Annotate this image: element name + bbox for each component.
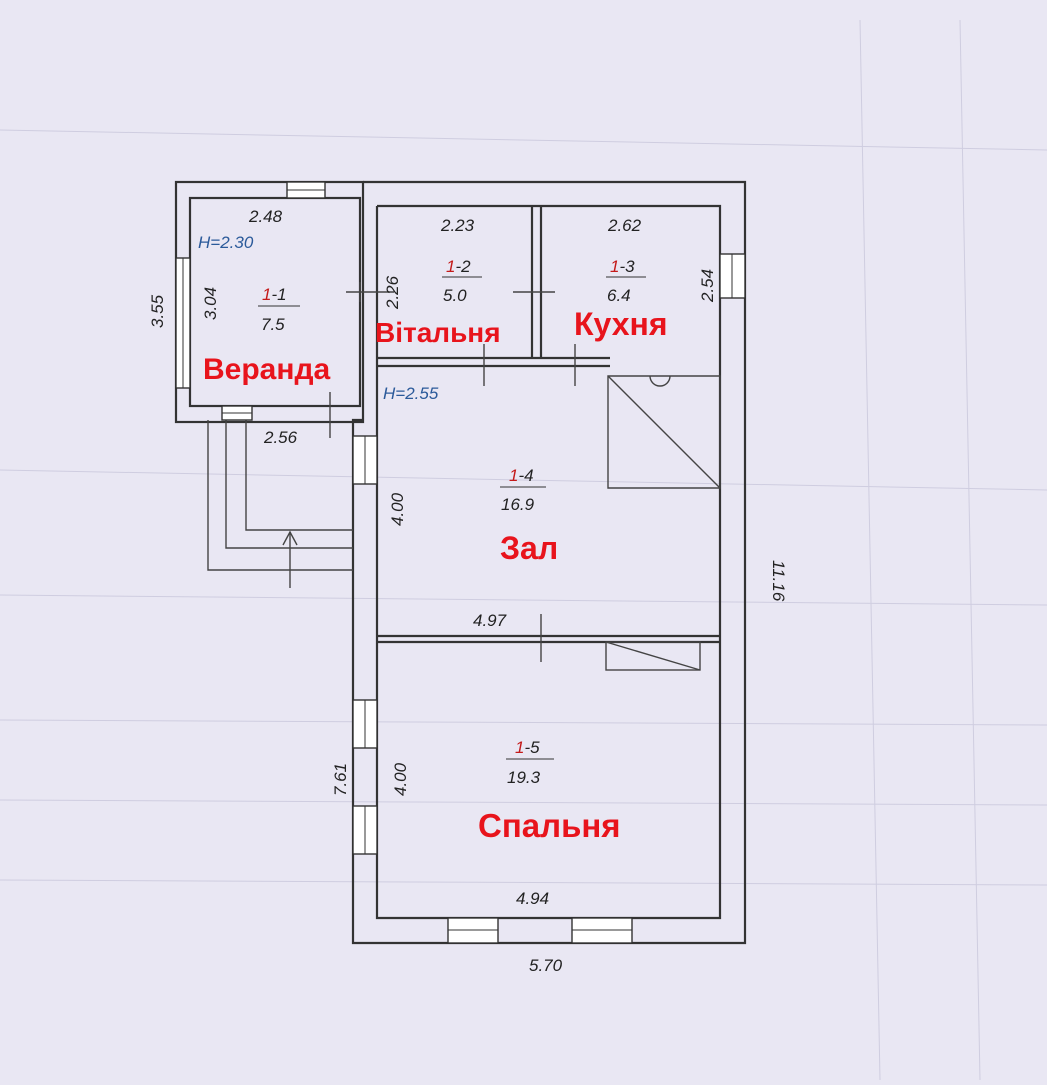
house-outer-wall [351, 180, 747, 945]
label-vitalnia: Вітальня [375, 317, 501, 348]
area-1-5: 19.3 [507, 768, 541, 787]
svg-text:1-5: 1-5 [515, 738, 540, 757]
window-bedroom-left-1 [352, 699, 378, 749]
wardrobe [605, 641, 701, 671]
room-code-1-1: 1-1 7.5 [258, 285, 300, 334]
label-veranda: Веранда [203, 353, 331, 386]
dim-veranda-left-inner: 3.04 [201, 287, 220, 320]
window-hall-left [352, 435, 378, 485]
window-veranda-left [175, 257, 191, 389]
walls [174, 180, 747, 945]
door-veranda-vitalnia [346, 282, 394, 302]
entrance-steps [207, 420, 353, 571]
dim-kitchen-side: 2.54 [698, 269, 717, 303]
dim-overall-bottom: 5.70 [529, 956, 563, 975]
window-kitchen-right [719, 253, 746, 299]
room-code-1-3: 1-3 6.4 [606, 257, 646, 305]
windows [175, 181, 746, 944]
area-1-1: 7.5 [261, 315, 285, 334]
room-code-1-4: 1-4 16.9 [500, 466, 546, 514]
height-veranda: H=2.30 [198, 233, 254, 252]
window-veranda-bottom [221, 405, 253, 421]
dim-veranda-bottom: 2.56 [263, 428, 298, 447]
doors [329, 282, 576, 662]
svg-text:1-4: 1-4 [509, 466, 534, 485]
dimensions: 2.48 3.55 3.04 2.56 2.23 2.26 2.62 2.54 … [148, 207, 788, 975]
window-bedroom-bottom-1 [447, 917, 499, 944]
svg-text:1-2: 1-2 [446, 257, 471, 276]
dim-bedroom-side-inner: 4.00 [391, 762, 410, 796]
svg-text:1-1: 1-1 [262, 285, 287, 304]
dim-kitchen-top: 2.62 [607, 216, 642, 235]
room-code-1-2: 1-2 5.0 [442, 257, 482, 305]
area-1-3: 6.4 [607, 286, 631, 305]
paper-grid [0, 19, 1047, 1081]
house-inner-wall [375, 204, 722, 920]
dim-vitalnia-side: 2.26 [383, 275, 402, 310]
label-bedroom: Спальня [478, 807, 621, 844]
height-labels: H=2.30 H=2.55 [198, 233, 439, 403]
area-1-4: 16.9 [501, 495, 535, 514]
dim-vitalnia-top: 2.23 [440, 216, 475, 235]
dim-hall-bottom: 4.97 [473, 611, 507, 630]
room-code-1-5: 1-5 19.3 [506, 738, 554, 787]
dim-hall-side: 4.00 [388, 492, 407, 526]
window-bedroom-left-2 [352, 805, 378, 855]
area-1-2: 5.0 [443, 286, 467, 305]
room-codes: 1-1 7.5 1-2 5.0 1-3 6.4 1-4 16.9 1-5 19.… [258, 257, 646, 787]
room-labels: Веранда Вітальня Кухня Зал Спальня [203, 306, 668, 844]
dim-veranda-left-outer: 3.55 [148, 294, 167, 328]
svg-text:1-3: 1-3 [610, 257, 635, 276]
window-veranda-top [286, 181, 326, 199]
window-bedroom-bottom-2 [571, 917, 633, 944]
dim-bedroom-side-outer: 7.61 [331, 763, 350, 796]
dim-overall-right: 11.16 [769, 560, 788, 602]
dim-bedroom-bottom: 4.94 [516, 889, 549, 908]
label-hall: Зал [500, 530, 558, 566]
dim-veranda-top: 2.48 [248, 207, 283, 226]
label-kitchen: Кухня [574, 306, 668, 342]
height-house: H=2.55 [383, 384, 439, 403]
